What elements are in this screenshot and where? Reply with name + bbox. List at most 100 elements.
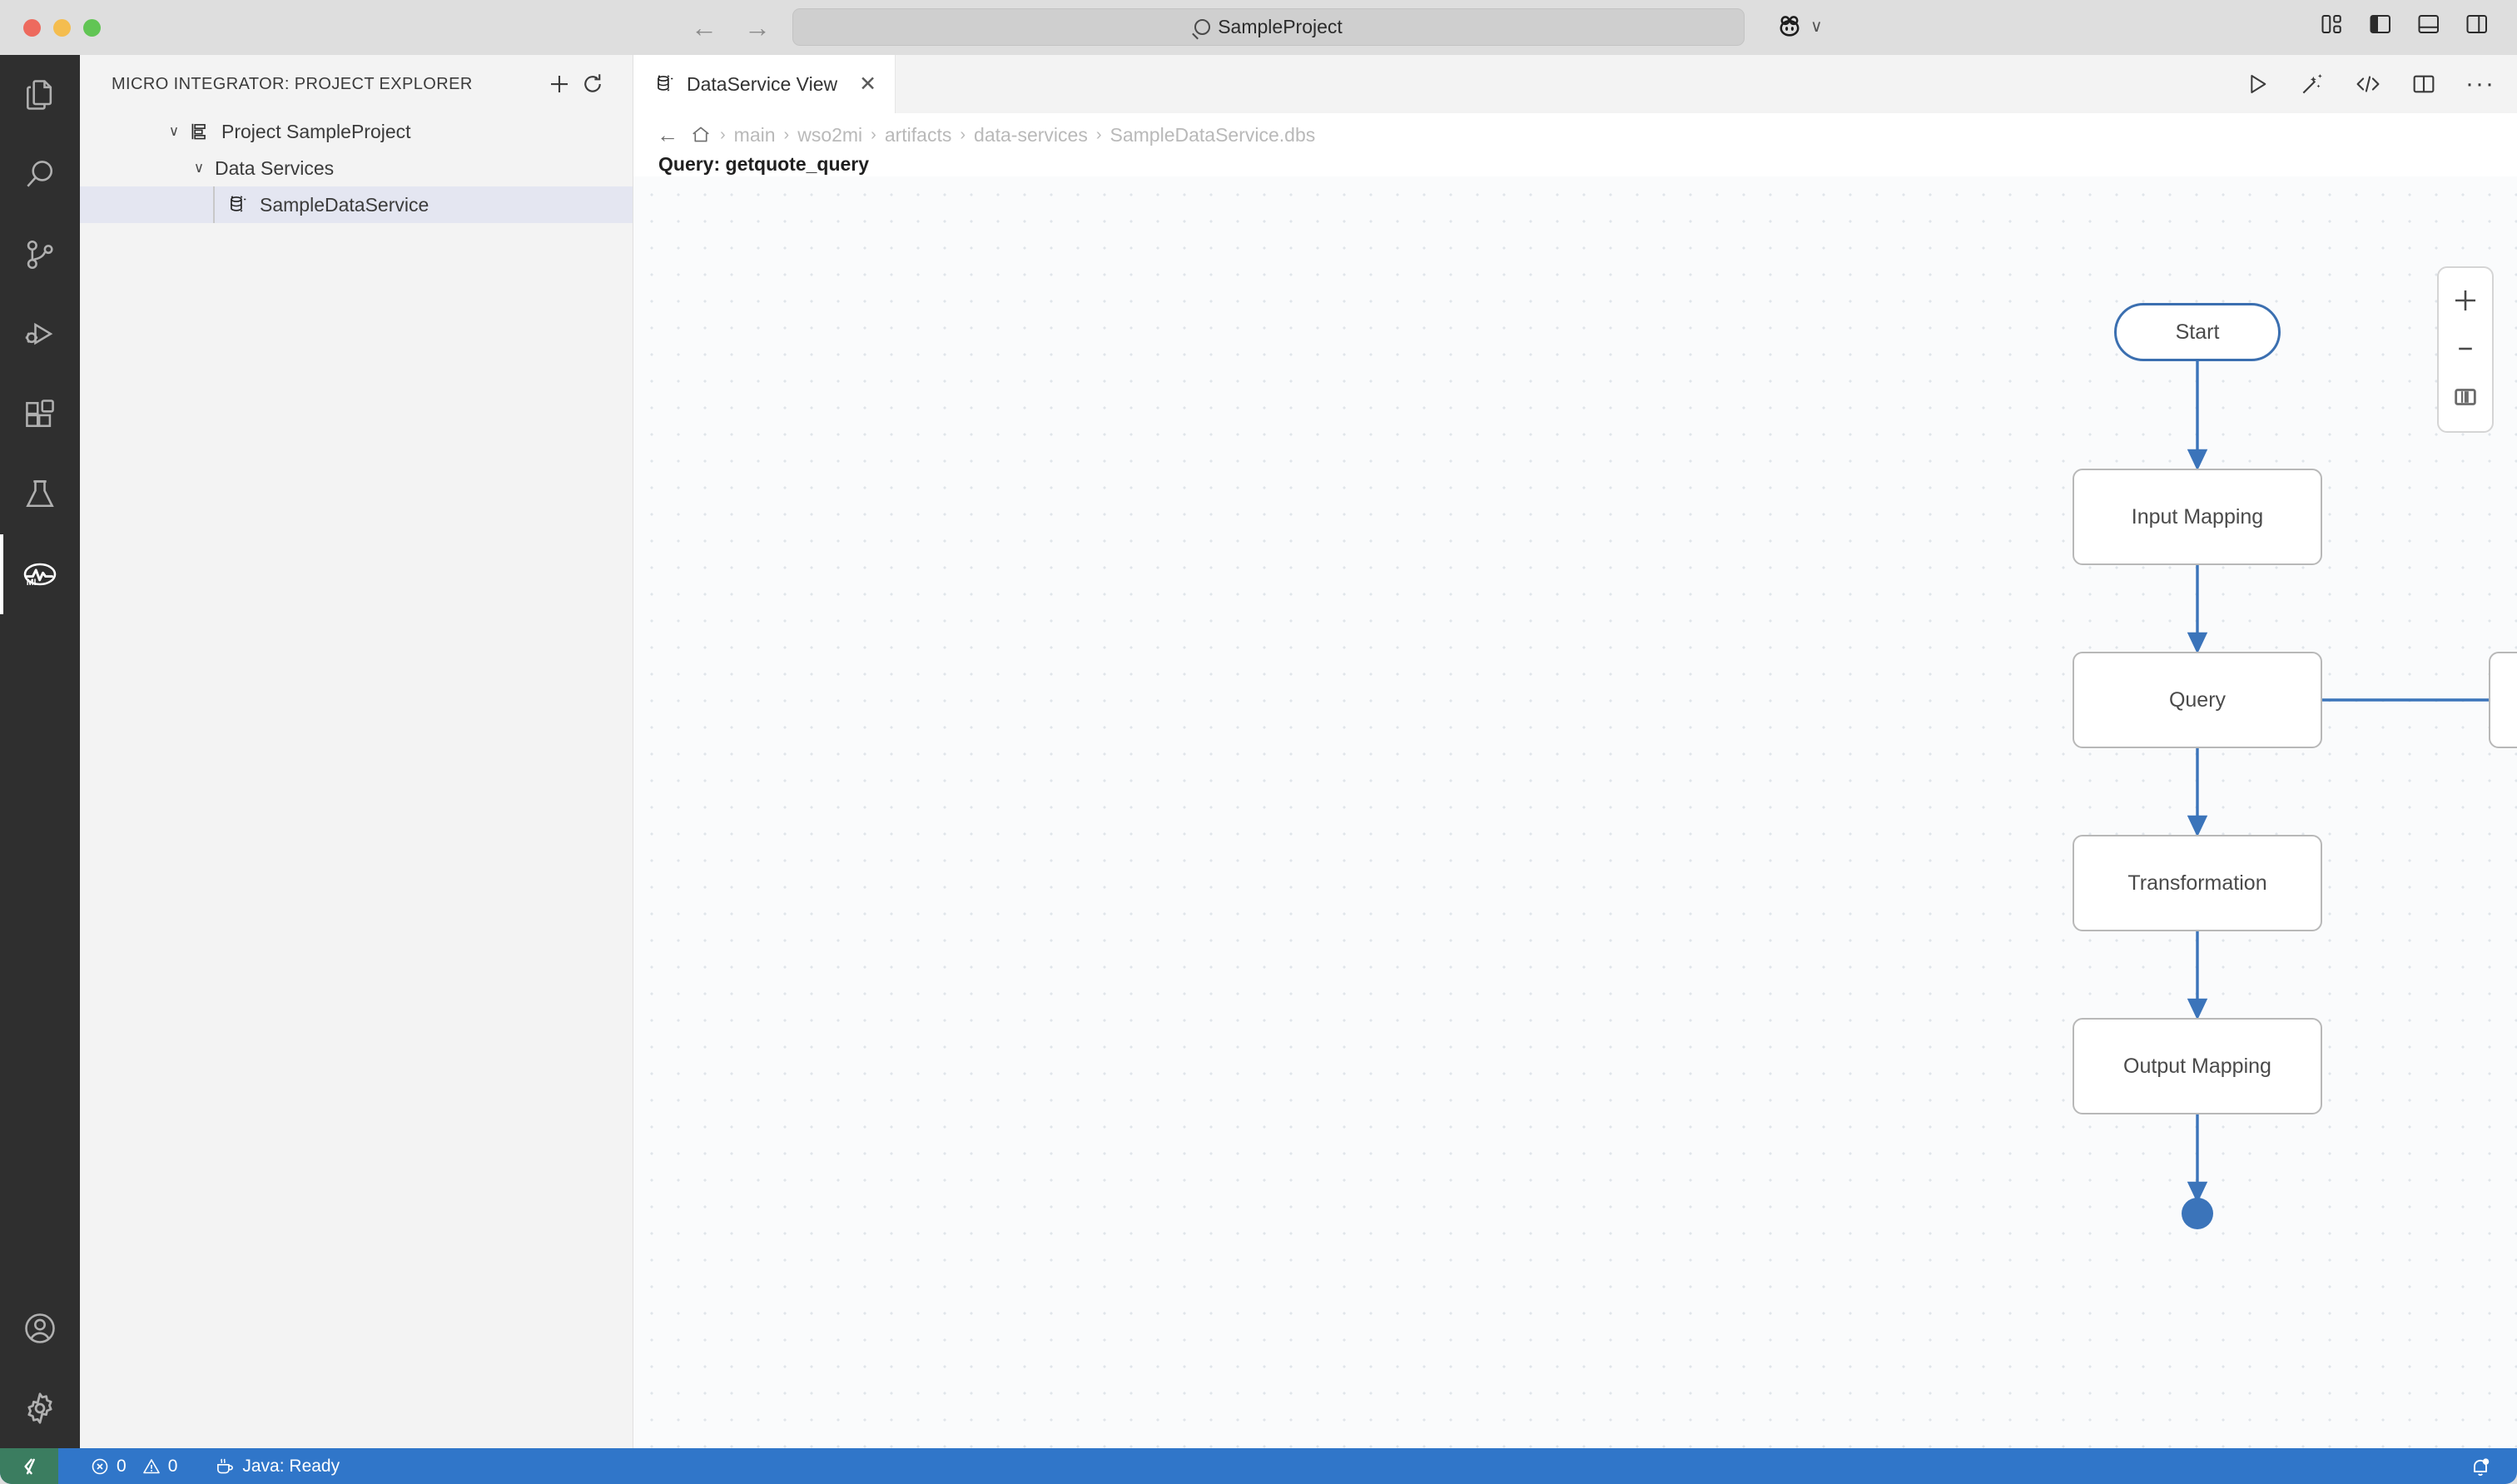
- search-icon: [27, 161, 53, 187]
- sidebar-item-search[interactable]: [0, 135, 80, 215]
- beaker-icon: [26, 480, 54, 508]
- accounts-button[interactable]: [0, 1288, 80, 1368]
- notifications-button[interactable]: [2457, 1448, 2517, 1484]
- customize-layout-icon[interactable]: [2321, 13, 2346, 35]
- breadcrumb-item-file[interactable]: SampleDataService.dbs: [1110, 123, 1316, 146]
- breadcrumb-separator: ›: [783, 125, 790, 144]
- magic-wand-icon[interactable]: [2299, 71, 2326, 97]
- node-start[interactable]: Start: [2114, 303, 2281, 361]
- chevron-down-icon[interactable]: ∨: [193, 160, 205, 176]
- tree-item-label: Project SampleProject: [221, 120, 411, 142]
- node-label: Transformation: [2127, 871, 2267, 895]
- tree-item-data-services[interactable]: ∨ Data Services: [80, 150, 633, 186]
- dataservice-icon: [231, 196, 246, 212]
- maximize-window-button[interactable]: [83, 19, 101, 37]
- command-center-value: SampleProject: [1218, 16, 1343, 37]
- run-debug-icon: [25, 322, 53, 345]
- refresh-icon: [584, 74, 601, 92]
- editor-tab-bar: DataService View ✕: [633, 55, 2517, 113]
- gear-icon: [27, 1392, 52, 1424]
- node-label: Start: [2175, 320, 2220, 344]
- code-icon[interactable]: [2354, 71, 2382, 97]
- files-icon: [27, 80, 52, 110]
- tab-dataservice-view[interactable]: DataService View ✕: [633, 55, 896, 113]
- breadcrumb-item-wso2mi[interactable]: wso2mi: [797, 123, 863, 146]
- zoom-in-button[interactable]: [2440, 276, 2490, 325]
- home-icon[interactable]: [690, 124, 712, 146]
- remote-host-button[interactable]: [0, 1448, 58, 1484]
- account-icon: [25, 1313, 55, 1343]
- manage-settings-button[interactable]: [0, 1368, 80, 1448]
- refresh-button[interactable]: [576, 67, 609, 101]
- chevron-down-icon: ∨: [1810, 17, 1823, 36]
- node-input-mapping[interactable]: Input Mapping: [2073, 469, 2322, 565]
- mi-logo-icon: MI: [23, 563, 57, 588]
- go-back-button[interactable]: ←: [691, 12, 717, 42]
- tab-label: DataService View: [687, 72, 838, 95]
- traffic-lights: [23, 19, 101, 37]
- svg-text:MI: MI: [27, 578, 37, 588]
- editor-group: DataService View ✕: [633, 55, 2517, 1448]
- activity-bar: MI: [0, 55, 80, 1448]
- breadcrumb-item-main[interactable]: main: [733, 123, 776, 146]
- diagram-canvas[interactable]: Start Input Mapping Query Datasource Tra…: [633, 176, 2517, 1448]
- breadcrumb-item-artifacts[interactable]: artifacts: [884, 123, 952, 146]
- diagram-edges: [2187, 361, 2489, 1204]
- chevron-down-icon[interactable]: ∨: [168, 123, 180, 139]
- fit-to-screen-button[interactable]: [2440, 373, 2490, 421]
- indent-guide: [213, 186, 215, 223]
- tree-item-sample-data-service[interactable]: SampleDataService: [80, 186, 633, 223]
- node-datasource[interactable]: Datasource: [2489, 652, 2517, 748]
- sidebar-item-micro-integrator[interactable]: MI: [0, 534, 80, 614]
- node-query[interactable]: Query: [2073, 652, 2322, 748]
- error-count: 0: [117, 1456, 127, 1476]
- query-title: Query: getquote_query: [658, 153, 870, 175]
- tree-item-label: SampleDataService: [260, 193, 429, 216]
- bell-dot-icon: [2474, 1457, 2490, 1476]
- zoom-out-button[interactable]: [2440, 325, 2490, 373]
- search-icon: [1194, 19, 1211, 35]
- project-explorer-panel: MICRO INTEGRATOR: PROJECT EXPLORER ∨: [80, 55, 633, 1448]
- sidebar-item-extensions[interactable]: [0, 375, 80, 454]
- project-explorer-title: MICRO INTEGRATOR: PROJECT EXPLORER: [112, 74, 473, 93]
- coffee-cup-icon: [217, 1458, 234, 1473]
- node-label: Query: [2168, 687, 2227, 712]
- warning-triangle-icon: [142, 1458, 160, 1473]
- toggle-primary-sidebar-icon[interactable]: [2369, 13, 2394, 35]
- breadcrumb-separator: ›: [1095, 125, 1102, 144]
- project-explorer-header: MICRO INTEGRATOR: PROJECT EXPLORER: [80, 55, 633, 113]
- node-transformation[interactable]: Transformation: [2073, 835, 2322, 931]
- toggle-secondary-sidebar-icon[interactable]: [2465, 13, 2490, 35]
- add-artifact-button[interactable]: [543, 67, 576, 101]
- breadcrumb-separator: ›: [871, 125, 876, 144]
- copilot-icon: [1780, 16, 1800, 37]
- sidebar-item-run-and-debug[interactable]: [0, 295, 80, 375]
- breadcrumb-separator: ›: [720, 125, 726, 144]
- node-end[interactable]: [2182, 1198, 2213, 1229]
- minimize-window-button[interactable]: [53, 19, 71, 37]
- go-forward-button[interactable]: →: [744, 12, 771, 42]
- minus-icon: [2459, 347, 2472, 350]
- sidebar-item-source-control[interactable]: [0, 215, 80, 295]
- java-status[interactable]: Java: Ready: [202, 1448, 351, 1484]
- node-output-mapping[interactable]: Output Mapping: [2073, 1018, 2322, 1114]
- breadcrumb-back-button[interactable]: ←: [657, 122, 678, 147]
- sidebar-item-explorer[interactable]: [0, 55, 80, 135]
- close-window-button[interactable]: [23, 19, 41, 37]
- toggle-panel-icon[interactable]: [2417, 13, 2442, 35]
- dataservice-icon: [658, 75, 673, 92]
- command-center-search[interactable]: SampleProject: [792, 8, 1745, 46]
- node-label: Output Mapping: [2123, 1054, 2271, 1078]
- sidebar-item-testing[interactable]: [0, 454, 80, 534]
- tree-item-project[interactable]: ∨ Project SampleProject: [80, 113, 633, 150]
- tree-item-label: Data Services: [215, 156, 335, 179]
- problems-status[interactable]: 0 0: [78, 1448, 189, 1484]
- play-icon[interactable]: [2244, 71, 2271, 97]
- copilot-button[interactable]: ∨: [1775, 12, 1823, 40]
- breadcrumb-item-data-services[interactable]: data-services: [974, 123, 1088, 146]
- close-icon[interactable]: ✕: [859, 72, 877, 96]
- split-editor-icon[interactable]: [2410, 71, 2437, 97]
- titlebar: ← → SampleProject ∨: [0, 0, 2517, 55]
- ellipsis-icon[interactable]: ···: [2465, 70, 2495, 97]
